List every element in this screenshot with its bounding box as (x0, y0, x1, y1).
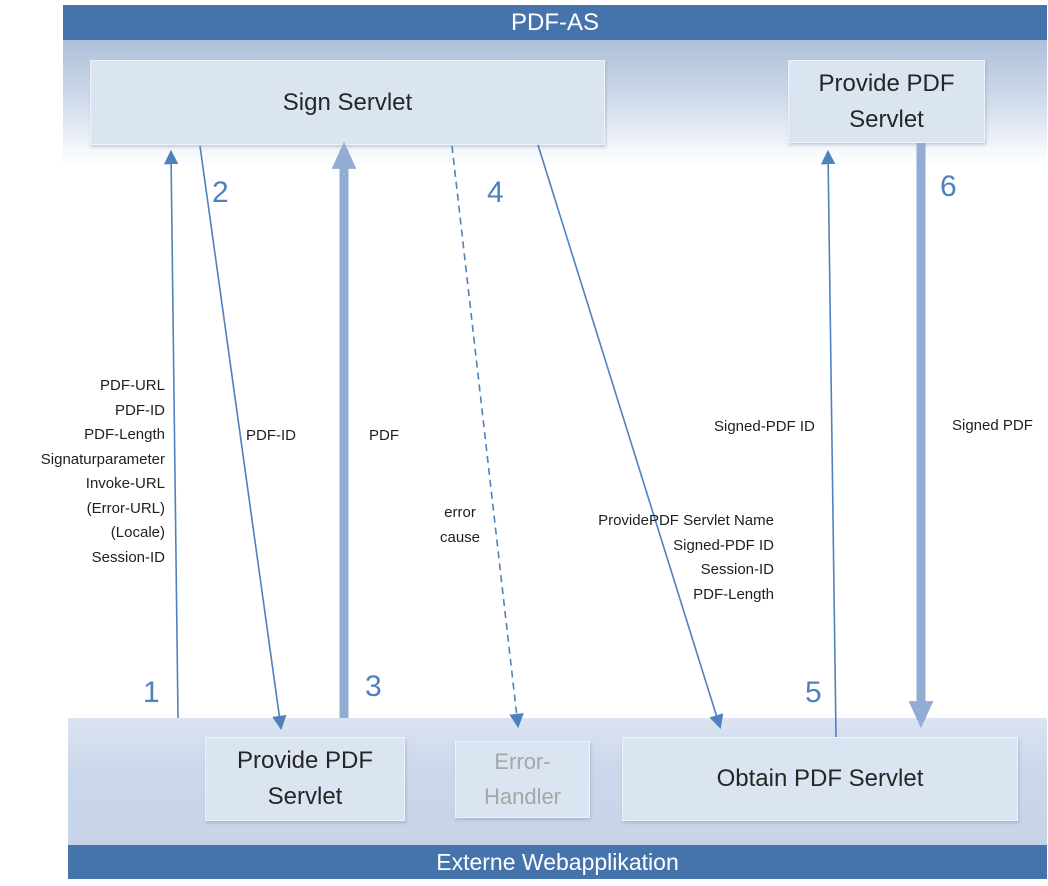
step-number-3: 3 (365, 670, 382, 703)
arrow-5-request-line (537, 144, 724, 730)
provide-pdf-servlet-bottom-label: Provide PDF Servlet (236, 747, 374, 810)
webapp-title: Externe Webapplikation (436, 848, 679, 875)
arrow-3-pdf-label: PDF (369, 427, 399, 444)
obtain-pdf-servlet-label: Obtain PDF Servlet (716, 765, 924, 792)
sign-servlet-label: Sign Servlet (282, 88, 413, 116)
provide-pdf-servlet-top-label: Provide PDF Servlet (818, 69, 955, 133)
error-handler-label: Error- Handler (483, 749, 562, 809)
arrow-4-error-line (451, 145, 524, 729)
provide-pdf-servlet-bottom-box: Provide PDF Servlet (205, 737, 405, 821)
arrow-5-response-line (820, 149, 837, 738)
obtain-pdf-servlet-box: Obtain PDF Servlet (622, 737, 1018, 821)
step-number-4: 4 (487, 176, 504, 209)
provide-pdf-servlet-top-box: Provide PDF Servlet (788, 60, 985, 143)
arrow-5-request-label: ProvidePDF Servlet Name Signed-PDF ID Se… (598, 512, 774, 603)
arrow-5-response-label: Signed-PDF ID (714, 418, 815, 435)
arrow-6-signed-pdf-label: Signed PDF (952, 417, 1033, 434)
arrow-1-request-line (163, 149, 179, 719)
error-handler-box: Error- Handler (455, 741, 590, 818)
step-number-2: 2 (212, 176, 229, 209)
pdf-as-header-bar: PDF-AS (63, 5, 1047, 40)
step-number-6: 6 (940, 170, 957, 203)
webapp-footer-bar: Externe Webapplikation (68, 845, 1047, 879)
arrow-2-pdf-id-label: PDF-ID (246, 427, 296, 444)
sign-servlet-box: Sign Servlet (90, 60, 605, 145)
step-number-1: 1 (143, 676, 160, 709)
step-number-5: 5 (805, 676, 822, 709)
pdf-as-title: PDF-AS (510, 8, 599, 36)
arrow-4-error-cause-label: error cause (439, 504, 481, 546)
arrow-1-parameters-label: PDF-URL PDF-ID PDF-Length Signaturparame… (40, 377, 165, 566)
